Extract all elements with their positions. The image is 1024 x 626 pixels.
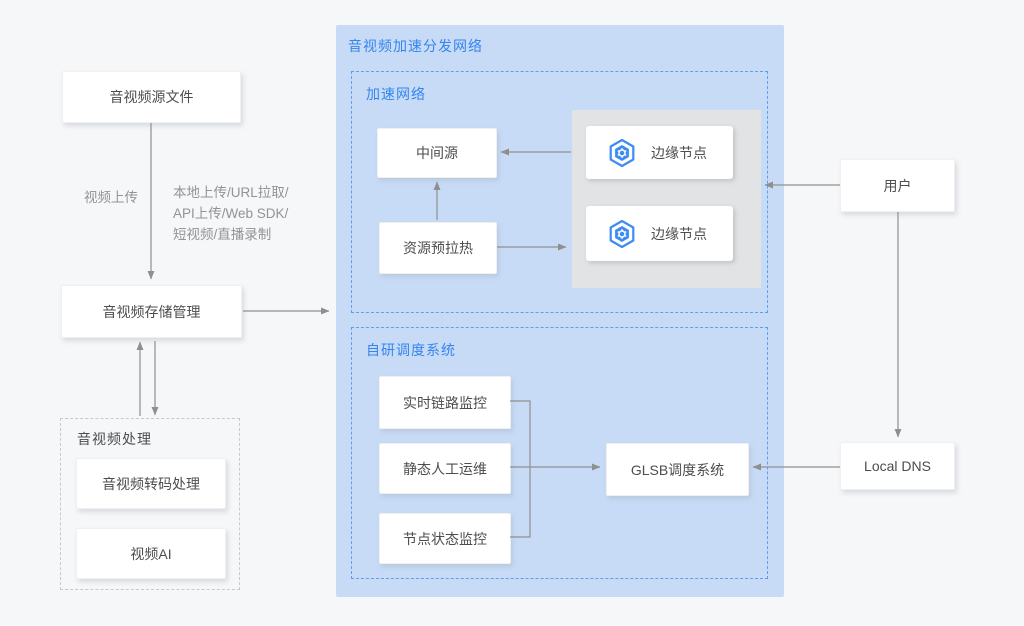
- upload-method-line: 短视频/直播录制: [173, 227, 272, 242]
- edge-node-card: 边缘节点: [586, 206, 742, 274]
- mid-source-box: 中间源: [377, 128, 497, 178]
- hexagon-node-icon: [606, 137, 638, 169]
- edge-node-label: 边缘节点: [651, 144, 707, 161]
- hexagon-node-icon: [606, 218, 638, 250]
- edge-node-card: 边缘节点: [586, 126, 742, 192]
- storage-box: 音视频存储管理: [61, 285, 242, 338]
- local-dns-box: Local DNS: [840, 442, 955, 490]
- upload-label: 视频上传: [84, 190, 138, 205]
- realtime-link-monitor-box: 实时链路监控: [379, 376, 511, 429]
- sched-system-group: 自研调度系统 实时链路监控 静态人工运维 节点状态监控 GLSB调度系统: [351, 327, 768, 579]
- prewarm-box: 资源预拉热: [379, 222, 497, 274]
- upload-method-line: 本地上传/URL拉取/: [173, 185, 289, 200]
- edge-node-label: 边缘节点: [651, 225, 707, 242]
- processing-group-title: 音视频处理: [77, 431, 152, 447]
- static-manual-ops-box: 静态人工运维: [379, 443, 511, 494]
- processing-group: 音视频处理 音视频转码处理 视频AI: [60, 418, 240, 590]
- user-box: 用户: [840, 159, 955, 212]
- upload-method-line: API上传/Web SDK/: [173, 206, 289, 221]
- glsb-box: GLSB调度系统: [606, 443, 749, 496]
- accel-network-title: 加速网络: [366, 86, 426, 102]
- cdn-panel: 音视频加速分发网络 加速网络 中间源 资源预拉热: [336, 25, 784, 597]
- video-ai-box: 视频AI: [76, 528, 226, 579]
- edge-node-group: 边缘节点: [572, 110, 761, 288]
- cdn-panel-title: 音视频加速分发网络: [348, 38, 483, 54]
- transcode-box: 音视频转码处理: [76, 458, 226, 509]
- node-status-monitor-box: 节点状态监控: [379, 513, 511, 564]
- source-file-box: 音视频源文件: [62, 71, 241, 123]
- upload-methods: 本地上传/URL拉取/ API上传/Web SDK/ 短视频/直播录制: [173, 182, 289, 245]
- sched-system-title: 自研调度系统: [366, 342, 456, 358]
- accel-network-group: 加速网络 中间源 资源预拉热: [351, 71, 768, 313]
